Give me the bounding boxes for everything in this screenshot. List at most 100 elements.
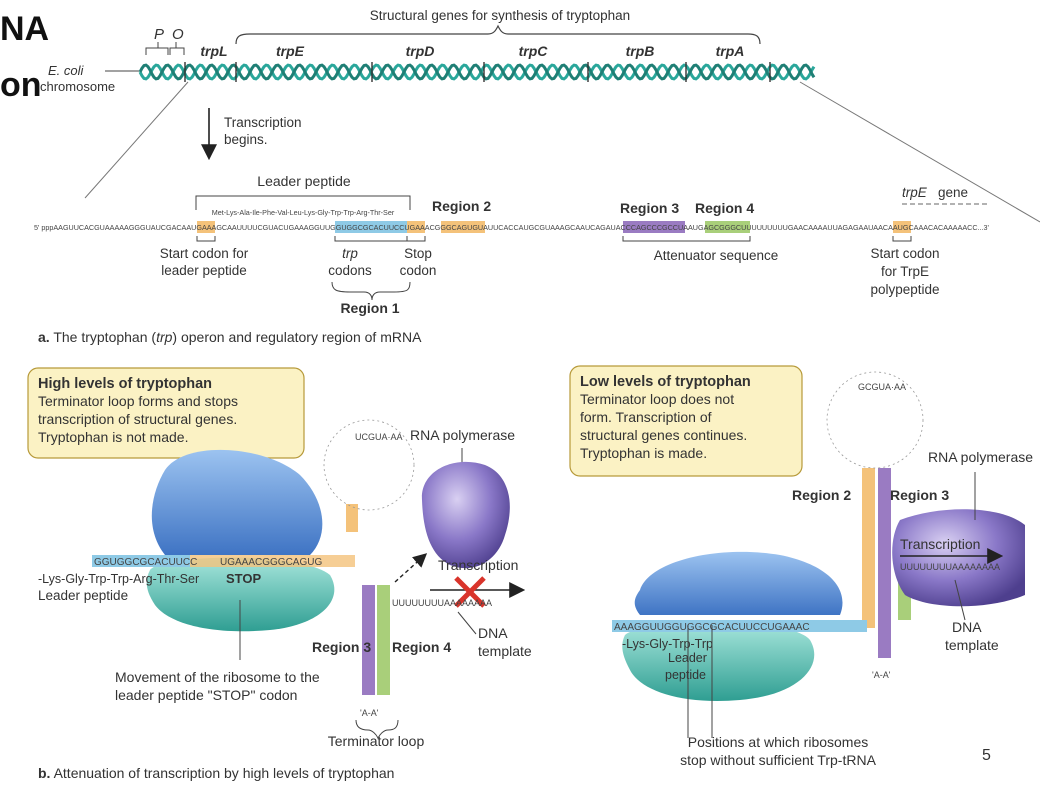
ribosome-large-subunit bbox=[151, 449, 323, 555]
stop-codon-label-2: codon bbox=[400, 263, 437, 278]
start-codon-trpE-3: polypeptide bbox=[870, 282, 939, 297]
zoom-line-right bbox=[799, 81, 1040, 223]
mrna-trp-codons: UGGUGGCGCACUUCC bbox=[325, 223, 404, 232]
ribosome-large-subunit-right bbox=[634, 551, 843, 615]
mrna-orange-text: UGAAACGGGCAGUG bbox=[220, 557, 322, 568]
region-4-label-b: Region 4 bbox=[392, 639, 451, 655]
mrna-start-codon: AUG bbox=[186, 223, 202, 232]
region-2-stem-right bbox=[862, 468, 875, 628]
region-3-stem-right bbox=[878, 468, 891, 658]
leader-peptide-brace bbox=[195, 195, 411, 210]
mrna-segment: AUUCACCAUGCGUAAAGCAAUCAGAU bbox=[483, 223, 616, 232]
region-1-label: Region 1 bbox=[340, 300, 399, 316]
mrna-segment: CAAACACAAAAACC...3' bbox=[908, 223, 989, 232]
trpE-gene-label-2: gene bbox=[938, 185, 968, 200]
chromosome-label-2: chromosome bbox=[40, 79, 115, 94]
dna-template-left-2: template bbox=[478, 643, 532, 659]
movement-label-2: leader peptide "STOP" codon bbox=[115, 687, 297, 703]
region-4-highlight bbox=[705, 221, 750, 233]
structural-genes-label: Structural genes for synthesis of trypto… bbox=[370, 8, 630, 23]
panel-b-low-tryptophan: Low levels of tryptophan Terminator loop… bbox=[569, 365, 1033, 768]
caption-a-part1: The tryptophan ( bbox=[53, 329, 156, 345]
mrna-segment: UUUUUUUUGAACAAAAUUAGAGAAUAACA bbox=[746, 223, 893, 232]
terminator-loop-label: Terminator loop bbox=[328, 733, 425, 749]
region-4-label: Region 4 bbox=[695, 200, 754, 216]
transcription-begins-2: begins. bbox=[224, 132, 268, 147]
mrna-segment: 5' pppAAGUUCACGUAAAAAGGGUAUCGACA bbox=[34, 223, 187, 232]
zoom-line-left bbox=[84, 81, 189, 199]
caption-a-trp: trp bbox=[156, 329, 173, 345]
low-trp-title: Low levels of tryptophan bbox=[580, 374, 751, 390]
gene-label: trpL bbox=[200, 43, 227, 59]
dna-template-left-1: DNA bbox=[478, 625, 508, 641]
trp-codons-highlight bbox=[335, 221, 407, 233]
stop-label: STOP bbox=[226, 571, 261, 586]
mrna-blue-region bbox=[92, 555, 190, 567]
low-trp-line3: structural genes continues. bbox=[580, 427, 747, 443]
region-3-highlight bbox=[623, 221, 685, 233]
dna-template-right-2: template bbox=[945, 637, 999, 653]
antiterminator-loop bbox=[826, 371, 924, 469]
leader-peptide-sequence: Met-Lys-Ala-Ile-Phe-Val-Leu-Lys-Gly-Trp-… bbox=[212, 208, 395, 217]
mrna-region-3: ACCCAGCCCGCC bbox=[616, 223, 678, 232]
promoter-label: P bbox=[154, 26, 164, 43]
operator-brace bbox=[169, 42, 185, 55]
transcription-begins-1: Transcription bbox=[224, 115, 302, 130]
loop-letters: UCGUA·AA bbox=[355, 432, 403, 442]
loop-bottom-left: 'A-A' bbox=[360, 708, 379, 718]
movement-label-1: Movement of the ribosome to the bbox=[115, 669, 320, 685]
low-trp-box bbox=[569, 365, 803, 477]
mrna-trpE-start: AUG bbox=[893, 223, 909, 232]
start-codon-leader-1: Start codon for bbox=[160, 246, 249, 261]
structural-genes-brace bbox=[235, 24, 761, 45]
hairpin-loop bbox=[323, 419, 415, 511]
trp-codons-label-2: codons bbox=[328, 263, 372, 278]
mrna-region-2: GGGCAGUGU bbox=[435, 223, 483, 232]
leader-peptide-label-b: Leader peptide bbox=[38, 588, 128, 603]
low-trp-line2: form. Transcription of bbox=[580, 409, 712, 425]
mrna-stop-codon: UGA bbox=[404, 223, 420, 232]
stop-codon-highlight bbox=[407, 221, 425, 233]
tail-left: UUUUUUUUAAAAAAAA bbox=[392, 598, 492, 608]
mrna-blue-text: GGUGGCGCACUUCC bbox=[94, 557, 197, 568]
trp-codons-label-1: trp bbox=[342, 246, 358, 261]
positions-label-1: Positions at which ribosomes bbox=[688, 734, 869, 750]
mrna-orange-region bbox=[190, 555, 355, 567]
rna-polymerase-right bbox=[892, 509, 1025, 607]
tail-right: UUUUUUUUAAAAAAAA bbox=[900, 562, 1000, 572]
leader-peptide-label: Leader peptide bbox=[257, 173, 351, 189]
region-2-label: Region 2 bbox=[432, 198, 491, 214]
mrna-sequence: 5' pppAAGUUCACGUAAAAAGGGUAUCGACAAUGAAAGC… bbox=[34, 223, 990, 232]
start-codon-trpE-1: Start codon bbox=[870, 246, 939, 261]
leader-label-right: Leader bbox=[668, 651, 707, 665]
high-trp-title: High levels of tryptophan bbox=[38, 376, 212, 392]
release-arrow bbox=[394, 553, 428, 583]
high-trp-line2: transcription of structural genes. bbox=[38, 411, 237, 427]
mrna-segment: UAAU bbox=[678, 223, 698, 232]
low-trp-line4: Tryptophan is made. bbox=[580, 445, 707, 461]
region-3-stem-highlight bbox=[362, 585, 375, 695]
start-codon-highlight bbox=[197, 221, 215, 233]
trpE-start-highlight bbox=[893, 221, 911, 233]
gene-label: trpD bbox=[406, 43, 435, 59]
gene-label: trpA bbox=[716, 43, 745, 59]
positions-label-2: stop without sufficient Trp-tRNA bbox=[680, 752, 876, 768]
region-2-label-right: Region 2 bbox=[792, 487, 851, 503]
mrna-region-4: GAGCGGGCU bbox=[698, 223, 746, 232]
mrna-segment: AAAGCAAUUUUCGUACUGAAAGGU bbox=[202, 223, 325, 232]
trpE-gene-label-1: trpE bbox=[902, 185, 928, 200]
promoter-brace bbox=[145, 42, 169, 55]
slide-title-fragment-1: NA bbox=[0, 10, 49, 48]
region-3-label: Region 3 bbox=[620, 200, 679, 216]
high-trp-line3: Tryptophan is not made. bbox=[38, 429, 188, 445]
ribosome-small-subunit bbox=[146, 557, 335, 632]
caption-b: b. Attenuation of transcription by high … bbox=[38, 765, 394, 781]
transcription-label-right: Transcription bbox=[900, 536, 980, 552]
start-codon-leader-2: leader peptide bbox=[161, 263, 247, 278]
caption-a-part2: ) operon and regulatory region of mRNA bbox=[172, 329, 422, 345]
operator-label: O bbox=[172, 26, 184, 43]
loop-bottom-right: 'A-A' bbox=[872, 670, 891, 680]
caption-b-text: Attenuation of transcription by high lev… bbox=[54, 765, 395, 781]
start-codon-trpE-2: for TrpE bbox=[881, 264, 929, 279]
